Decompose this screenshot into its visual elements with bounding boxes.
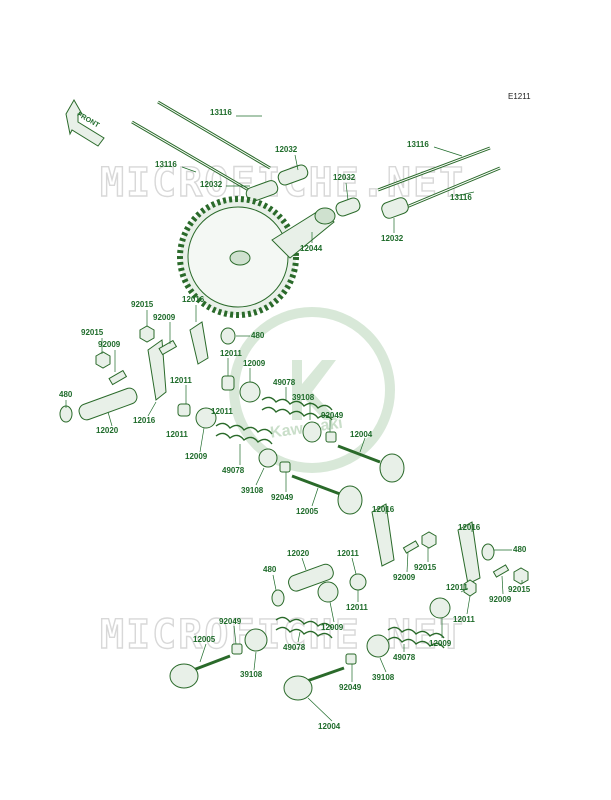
label-12032-b: 12032 <box>200 180 223 189</box>
label-92015-a: 92015 <box>131 300 154 309</box>
label-92009-c: 92009 <box>393 573 416 582</box>
left-rocker-cluster <box>59 321 236 423</box>
upper-valve-assembly <box>195 381 405 515</box>
label-12032-d: 12032 <box>381 234 404 243</box>
label-39108-b: 39108 <box>241 486 264 495</box>
label-49078-a: 49078 <box>273 378 296 387</box>
label-92009-b: 92009 <box>98 340 121 349</box>
pushrods <box>131 100 501 210</box>
label-12016-d: 12016 <box>458 523 481 532</box>
front-arrow-icon: FRONT <box>65 98 105 147</box>
label-12005-a: 12005 <box>296 507 319 516</box>
label-49078-b: 49078 <box>222 466 245 475</box>
cam-gear <box>177 196 336 318</box>
label-92009-a: 92009 <box>153 313 176 322</box>
tappets <box>245 164 409 219</box>
label-480-b: 480 <box>59 390 73 399</box>
diagram-code: E1211 <box>508 92 531 101</box>
label-39108-a: 39108 <box>292 393 315 402</box>
label-13116-c: 13116 <box>407 140 429 149</box>
label-12009-a: 12009 <box>243 359 266 368</box>
label-12011-e: 12011 <box>337 549 359 558</box>
label-92015-c: 92015 <box>414 563 437 572</box>
label-92015-d: 92015 <box>508 585 531 594</box>
label-12011-f: 12011 <box>346 603 368 612</box>
label-12011-b: 12011 <box>170 376 192 385</box>
label-12004-b: 12004 <box>318 722 341 731</box>
label-13116-b: 13116 <box>155 160 177 169</box>
label-92049-c: 92049 <box>219 617 242 626</box>
label-39108-d: 39108 <box>372 673 395 682</box>
label-92015-b: 92015 <box>81 328 104 337</box>
label-12011-d: 12011 <box>166 430 188 439</box>
label-92049-d: 92049 <box>339 683 362 692</box>
label-39108-c: 39108 <box>240 670 263 679</box>
label-12011-h: 12011 <box>453 615 475 624</box>
label-49078-d: 49078 <box>393 653 416 662</box>
label-480-d: 480 <box>263 565 277 574</box>
label-12011-c: 12011 <box>211 407 233 416</box>
label-12004-a: 12004 <box>350 430 373 439</box>
label-12020-a: 12020 <box>96 426 119 435</box>
label-12044: 12044 <box>300 244 323 253</box>
label-480-c: 480 <box>513 545 527 554</box>
watermark-bottom: MICROFICHE.NET <box>100 612 465 658</box>
label-480-a: 480 <box>251 331 265 340</box>
label-12009-b: 12009 <box>185 452 208 461</box>
label-92049-b: 92049 <box>271 493 294 502</box>
lower-rocker-cluster <box>271 503 529 607</box>
label-49078-c: 49078 <box>283 643 306 652</box>
callout-labels: 13116 13116 13116 13116 12032 12032 1203… <box>59 108 531 731</box>
label-12016-a: 12016 <box>182 295 205 304</box>
label-12011-g: 12011 <box>446 583 468 592</box>
label-12032-c: 12032 <box>333 173 356 182</box>
label-12032-a: 12032 <box>275 145 298 154</box>
label-12020-b: 12020 <box>287 549 310 558</box>
label-92009-d: 92009 <box>489 595 512 604</box>
label-12016-b: 12016 <box>133 416 156 425</box>
label-13116-a: 13116 <box>210 108 232 117</box>
label-12005-b: 12005 <box>193 635 216 644</box>
lower-valve-assembly <box>169 581 451 701</box>
label-12009-c: 12009 <box>321 623 344 632</box>
label-12011-a: 12011 <box>220 349 242 358</box>
label-12016-c: 12016 <box>372 505 395 514</box>
label-13116-d: 13116 <box>450 193 472 202</box>
leader-lines <box>65 115 523 722</box>
label-12009-d: 12009 <box>429 639 452 648</box>
label-92049-a: 92049 <box>321 411 344 420</box>
